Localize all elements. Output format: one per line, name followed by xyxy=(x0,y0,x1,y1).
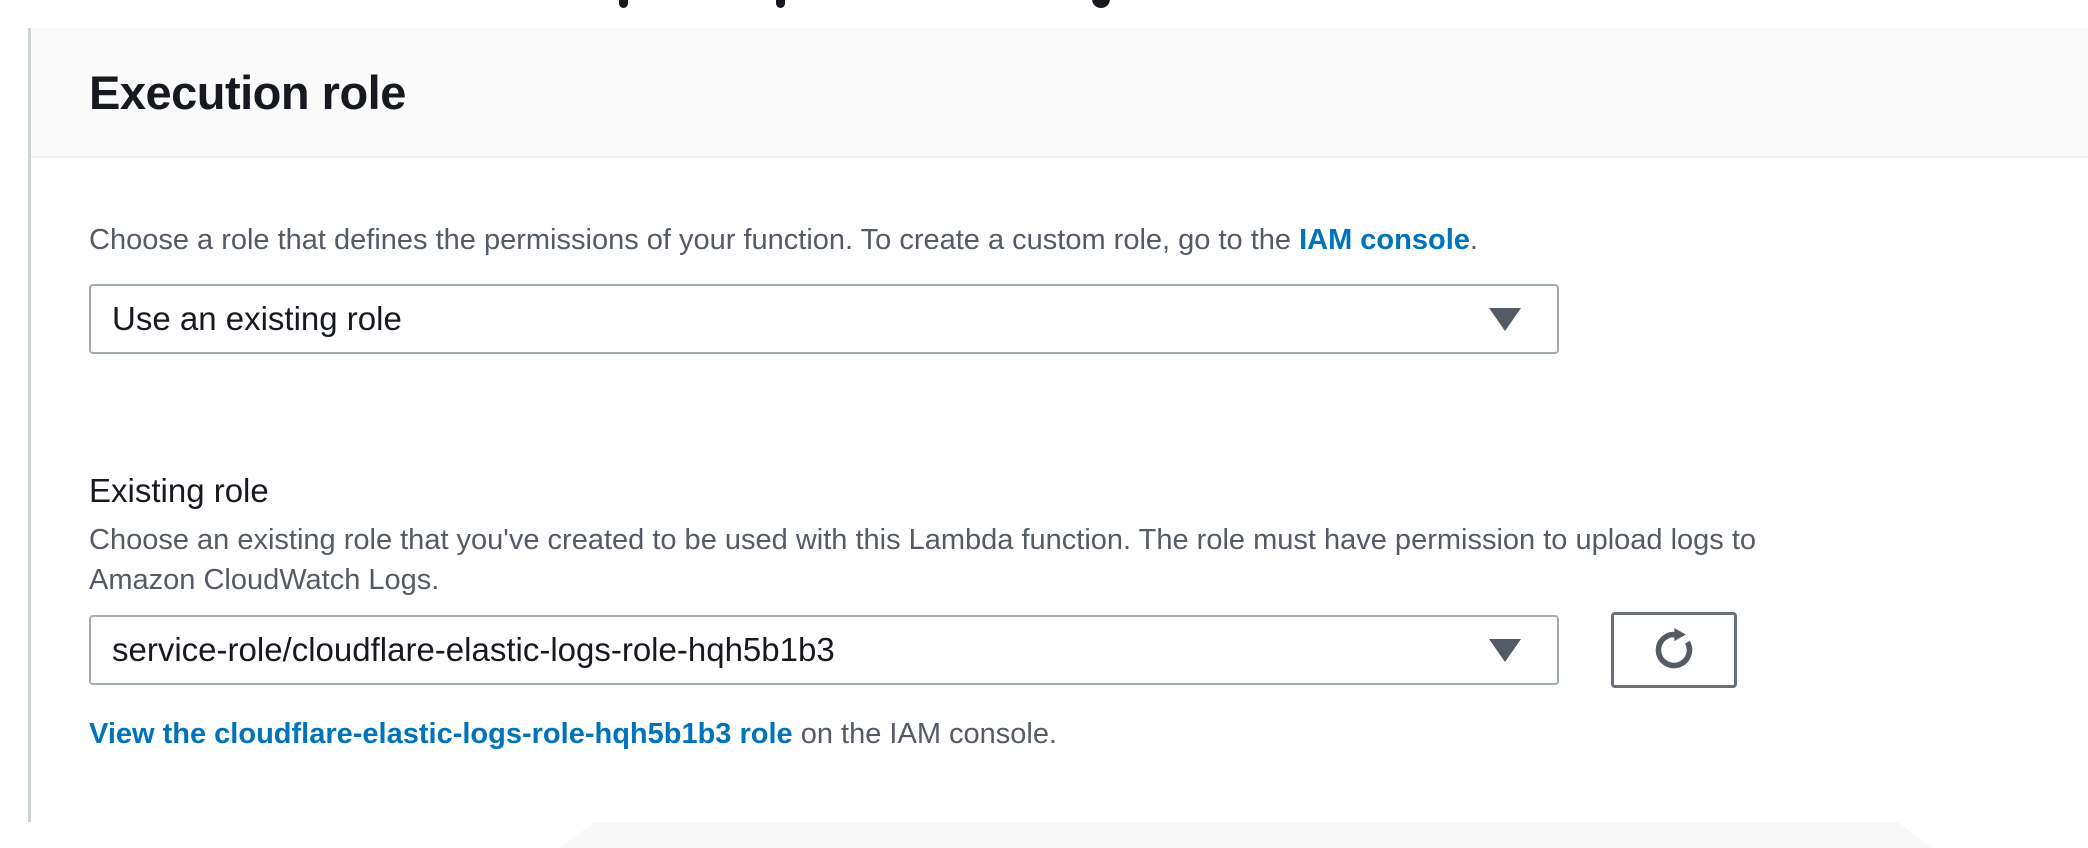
view-role-link[interactable]: View the cloudflare-elastic-logs-role-hq… xyxy=(89,718,793,750)
view-role-text-after-link: on the IAM console. xyxy=(792,718,1058,750)
existing-role-label: Existing role xyxy=(89,472,269,509)
cutoff-text-descender xyxy=(619,0,628,8)
view-role-line: View the cloudflare-elastic-logs-role-hq… xyxy=(89,714,2088,754)
caret-down-icon xyxy=(1489,308,1521,331)
existing-role-row: service-role/cloudflare-elastic-logs-rol… xyxy=(89,612,2088,688)
cutoff-text-descender xyxy=(776,0,785,8)
cutoff-text-descender xyxy=(1092,0,1110,8)
existing-role-select-value: service-role/cloudflare-elastic-logs-rol… xyxy=(112,631,835,668)
execution-role-card: Execution role Choose a role that define… xyxy=(28,28,2088,822)
existing-role-select[interactable]: service-role/cloudflare-elastic-logs-rol… xyxy=(89,615,1559,685)
refresh-roles-button[interactable] xyxy=(1611,612,1737,688)
intro-text-before-link: Choose a role that defines the permissio… xyxy=(89,224,1300,256)
refresh-icon xyxy=(1655,628,1693,669)
intro-text-after-link: . xyxy=(1469,224,1478,256)
card-header: Execution role xyxy=(31,28,2088,158)
existing-role-description-line2: Amazon CloudWatch Logs. xyxy=(89,564,440,596)
next-section-edge xyxy=(560,822,1932,848)
role-source-select-value: Use an existing role xyxy=(112,300,402,337)
card-body: Choose a role that defines the permissio… xyxy=(31,158,2088,754)
section-title: Execution role xyxy=(89,65,406,119)
existing-role-description-line1: Choose an existing role that you've crea… xyxy=(89,524,1757,556)
role-intro-text: Choose a role that defines the permissio… xyxy=(89,220,2088,260)
existing-role-description: Choose an existing role that you've crea… xyxy=(89,520,2088,600)
role-source-select[interactable]: Use an existing role xyxy=(89,284,1559,354)
caret-down-icon xyxy=(1489,639,1521,662)
iam-console-link[interactable]: IAM console xyxy=(1299,224,1470,256)
